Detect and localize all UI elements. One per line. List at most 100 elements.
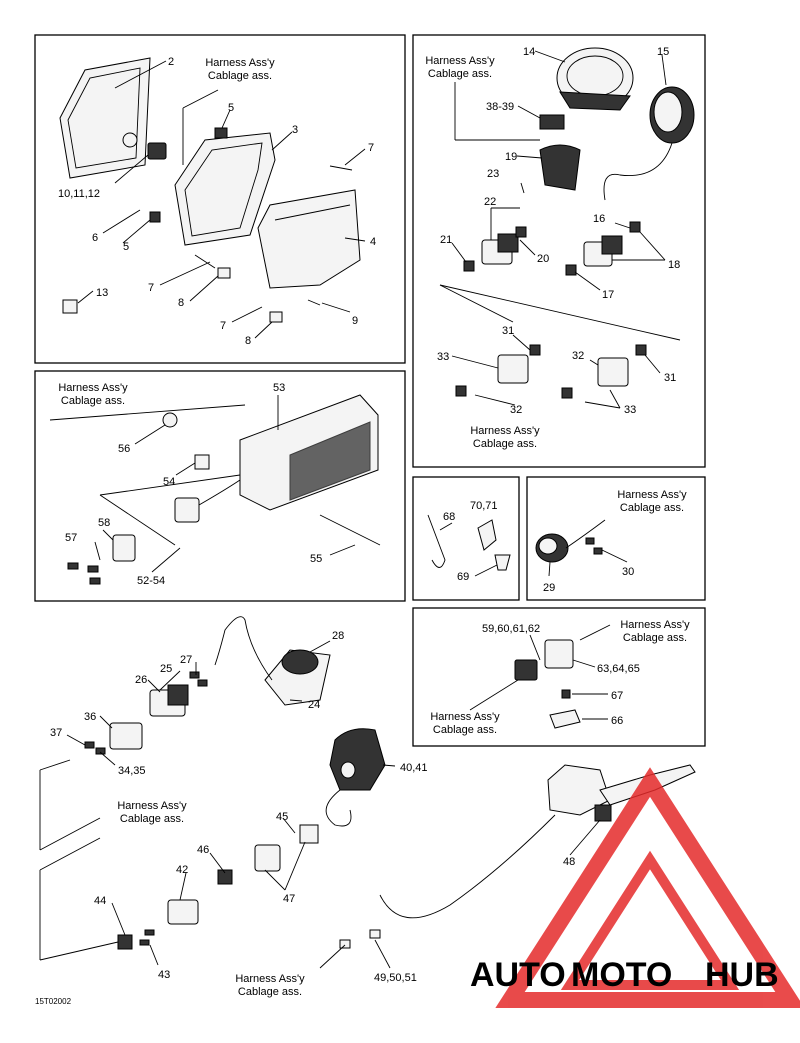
svg-text:Cablage ass.: Cablage ass. (623, 632, 687, 644)
callout-31b: 31 (664, 372, 676, 384)
harness-label-2: Harness Ass'y Cablage ass. (425, 55, 495, 80)
callout-34-35: 34,35 (118, 765, 146, 777)
svg-text:Cablage ass.: Cablage ass. (61, 395, 125, 407)
terminal-20 (515, 226, 527, 238)
callout-55: 55 (310, 553, 322, 565)
seal-32a (455, 385, 467, 397)
svg-text:MOTO: MOTO (571, 956, 672, 994)
callout-49-51: 49,50,51 (374, 972, 417, 984)
indicator-wire (565, 519, 606, 549)
svg-text:Harness Ass'y: Harness Ass'y (430, 711, 500, 723)
brake-wire (379, 814, 556, 919)
callout-46: 46 (197, 844, 209, 856)
callout-37: 37 (50, 727, 62, 739)
callout-7b: 7 (148, 282, 154, 294)
tachometer (649, 86, 695, 144)
callout-40-41: 40,41 (400, 762, 428, 774)
terminal-31a (529, 344, 541, 356)
terminals-43 (139, 929, 155, 946)
clip-70-71 (477, 519, 497, 551)
bolt-67 (561, 689, 571, 699)
leader-29 (548, 561, 551, 577)
callout-42: 42 (176, 864, 188, 876)
headlight-mount (257, 189, 361, 289)
callout-8a: 8 (178, 297, 184, 309)
seal-21 (463, 260, 475, 272)
panel-gauges (412, 34, 706, 468)
callout-9: 9 (352, 315, 358, 327)
ignition-wire (214, 616, 273, 681)
harness-label-6: Harness Ass'y Cablage ass. (620, 619, 690, 644)
callout-47: 47 (283, 893, 295, 905)
terminals-57 (67, 562, 101, 585)
seal-46 (217, 869, 233, 885)
callout-5b: 5 (123, 241, 129, 253)
bulb-54 (194, 454, 210, 470)
callout-5a: 5 (228, 102, 234, 114)
callout-66: 66 (611, 715, 623, 727)
callout-53: 53 (273, 382, 285, 394)
leaders-panel-2 (439, 50, 681, 409)
svg-text:Cablage ass.: Cablage ass. (120, 813, 184, 825)
callout-67: 67 (611, 690, 623, 702)
callout-33b: 33 (624, 404, 636, 416)
harness-label-3: Harness Ass'y Cablage ass. (470, 425, 540, 450)
callout-22: 22 (484, 196, 496, 208)
headlight-lens (59, 57, 151, 179)
callout-69: 69 (457, 571, 469, 583)
leader-68 (439, 522, 453, 531)
harness-label-8: Harness Ass'y Cablage ass. (117, 800, 187, 825)
callout-32b: 32 (572, 350, 584, 362)
terminal-31b (635, 344, 647, 356)
callout-19: 19 (505, 151, 517, 163)
callout-44: 44 (94, 895, 106, 907)
terminal-30a (585, 537, 595, 545)
callout-7c: 7 (220, 320, 226, 332)
callout-59-62: 59,60,61,62 (482, 623, 540, 635)
screw-23 (520, 182, 525, 194)
callout-30: 30 (622, 566, 634, 578)
svg-text:Cablage ass.: Cablage ass. (620, 502, 684, 514)
callout-4: 4 (370, 236, 376, 248)
nut-5 (149, 211, 161, 223)
bulb-38-39 (539, 114, 565, 130)
clip-13 (62, 299, 78, 314)
svg-text:Harness Ass'y: Harness Ass'y (235, 973, 305, 985)
indicator-lens (538, 537, 558, 555)
grommet (214, 127, 228, 139)
callout-8b: 8 (245, 335, 251, 347)
connector-42 (167, 899, 199, 925)
svg-text:Harness Ass'y: Harness Ass'y (617, 489, 687, 501)
panel-clips (412, 476, 520, 601)
callout-45: 45 (276, 811, 288, 823)
svg-text:Harness Ass'y: Harness Ass'y (117, 800, 187, 812)
tie-68 (427, 514, 446, 568)
terminals-27 (189, 671, 208, 687)
callout-16: 16 (593, 213, 605, 225)
callout-43: 43 (158, 969, 170, 981)
callout-18: 18 (668, 259, 680, 271)
seal-45 (299, 824, 319, 844)
svg-text:Cablage ass.: Cablage ass. (208, 70, 272, 82)
svg-text:Harness Ass'y: Harness Ass'y (620, 619, 690, 631)
svg-text:Cablage ass.: Cablage ass. (428, 68, 492, 80)
callout-68: 68 (443, 511, 455, 523)
harness-label-1: Harness Ass'y Cablage ass. (205, 57, 275, 82)
connector-36 (109, 722, 143, 750)
callout-54: 54 (163, 476, 175, 488)
svg-text:Harness Ass'y: Harness Ass'y (205, 57, 275, 69)
callout-31a: 31 (502, 325, 514, 337)
callout-33a: 33 (437, 351, 449, 363)
screw-7b (194, 254, 216, 269)
leaders-panel-1 (77, 60, 366, 339)
watermark-logo (495, 767, 800, 1008)
callout-29: 29 (543, 582, 555, 594)
bezel-19 (539, 144, 581, 191)
headlight-housing (174, 132, 276, 246)
callout-10-12: 10,11,12 (58, 188, 100, 200)
callout-20: 20 (537, 253, 549, 265)
svg-text:Harness Ass'y: Harness Ass'y (58, 382, 128, 394)
callout-24: 24 (308, 699, 320, 711)
connector-47 (254, 844, 281, 872)
